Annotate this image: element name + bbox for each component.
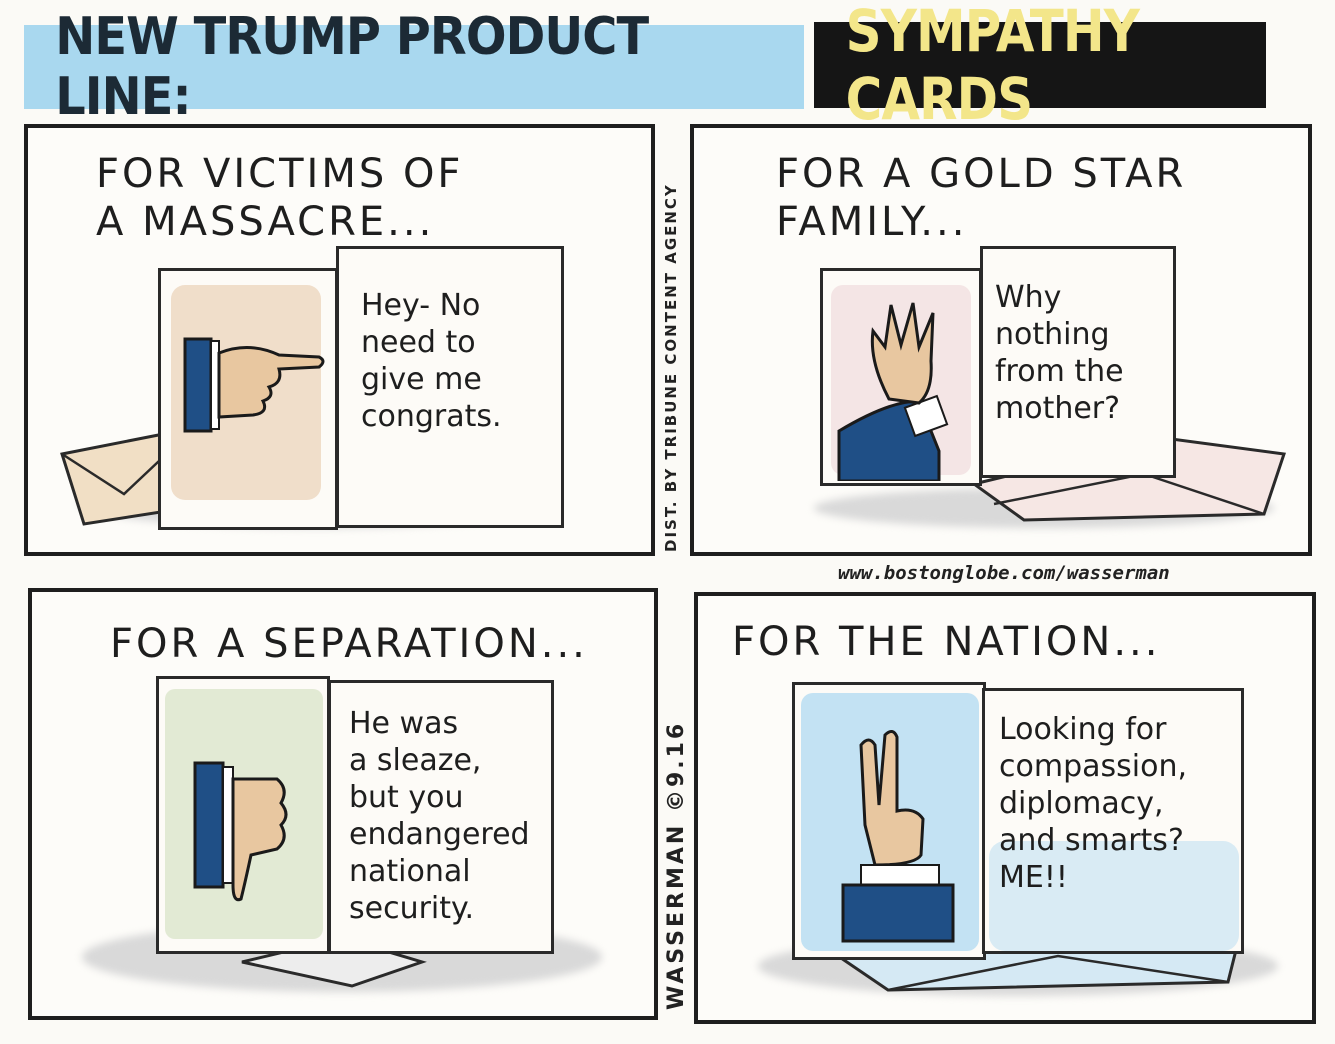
crossed-fingers-icon xyxy=(841,730,955,943)
card-left-page xyxy=(156,676,330,954)
artist-signature: WASSERMAN ©9.16 xyxy=(664,720,689,1010)
panel-gold-star: FOR A GOLD STAR FAMILY... Why nothing fr… xyxy=(690,124,1312,556)
panel-caption: FOR A GOLD STAR FAMILY... xyxy=(776,151,1187,245)
panel-caption: FOR THE NATION... xyxy=(732,619,1161,665)
title-text: NEW TRUMP PRODUCT LINE: xyxy=(55,7,649,127)
card-right-page: Hey- No need to give me congrats. xyxy=(336,246,564,528)
panel-separation: FOR A SEPARATION... He was a sleaze, but… xyxy=(28,588,658,1020)
distribution-credit: DIST. BY TRIBUNE CONTENT AGENCY xyxy=(662,183,680,552)
subtitle-text: SYMPATHY CARDS xyxy=(845,0,1140,133)
card-message: Looking for compassion, diplomacy, and s… xyxy=(999,712,1187,895)
card-left-page xyxy=(820,268,982,486)
waving-hand-icon xyxy=(837,302,949,481)
card-right-page: Why nothing from the mother? xyxy=(980,246,1176,478)
card-right-page: Looking for compassion, diplomacy, and s… xyxy=(982,688,1244,954)
card-left-page xyxy=(158,268,338,530)
title-banner-left: NEW TRUMP PRODUCT LINE: xyxy=(24,7,804,127)
panel-nation: FOR THE NATION... Looking for compassion… xyxy=(694,592,1316,1024)
panel-caption: FOR A SEPARATION... xyxy=(110,621,588,667)
card-message: Hey- No need to give me congrats. xyxy=(361,288,502,434)
card-right-page: He was a sleaze, but you endangered nati… xyxy=(328,680,554,954)
source-url: www.bostonglobe.com/wasserman xyxy=(838,562,1170,584)
card-message: He was a sleaze, but you endangered nati… xyxy=(349,706,530,926)
thumbs-down-icon xyxy=(193,761,288,902)
pointing-hand-icon xyxy=(183,337,325,433)
panel-massacre: FOR VICTIMS OF A MASSACRE... Hey- No nee… xyxy=(24,124,655,556)
card-left-page xyxy=(792,682,986,960)
title-banner-right: SYMPATHY CARDS xyxy=(814,0,1266,133)
panel-caption: FOR VICTIMS OF A MASSACRE... xyxy=(96,151,464,245)
card-message: Why nothing from the mother? xyxy=(995,280,1124,426)
